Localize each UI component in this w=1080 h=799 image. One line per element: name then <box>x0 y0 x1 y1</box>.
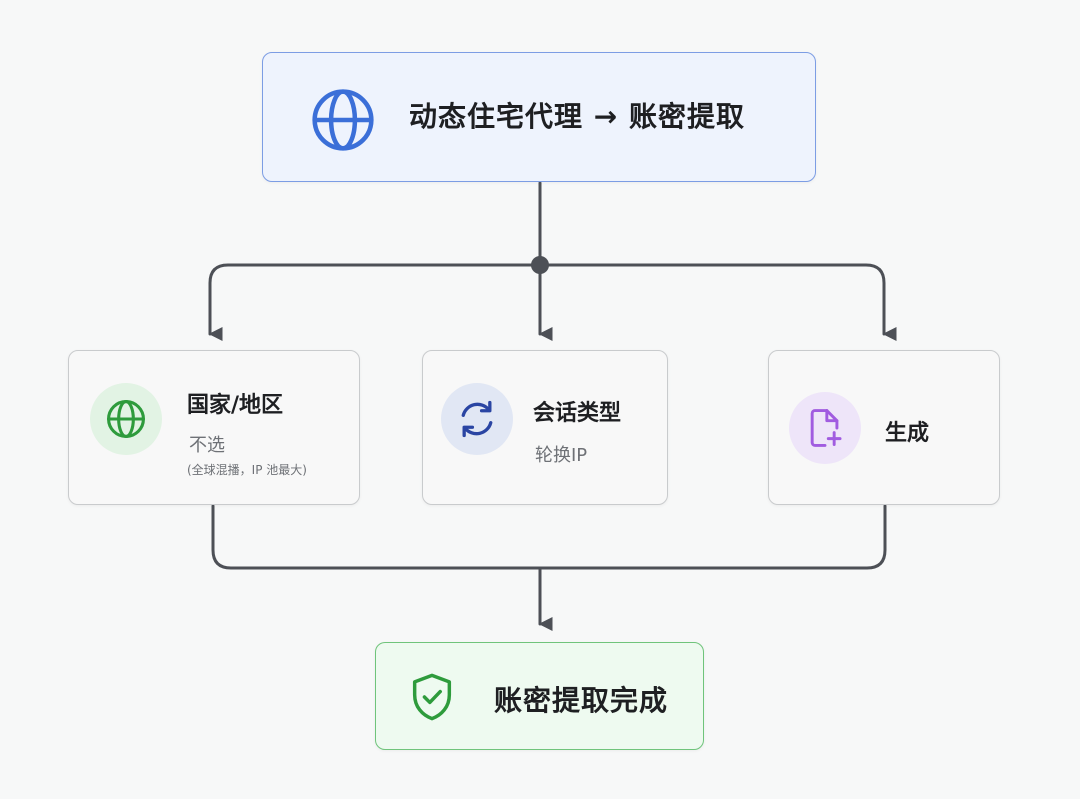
connector-junction-to-generate <box>538 263 897 341</box>
end-title: 账密提取完成 <box>494 684 669 717</box>
step-generate-title: 生成 <box>885 421 930 446</box>
junction-dot <box>531 256 549 274</box>
step-country-icon-badge <box>90 383 162 455</box>
step-session-icon-badge <box>441 383 513 455</box>
step-generate-icon-badge <box>789 392 861 464</box>
globe-icon <box>107 400 145 438</box>
start-node: 动态住宅代理 → 账密提取 <box>262 52 816 182</box>
step-country-node: 国家/地区 不选 (全球混播，IP 池最大) <box>68 350 360 505</box>
step-country-note: (全球混播，IP 池最大) <box>187 463 307 477</box>
step-session-value: 轮换IP <box>535 445 588 466</box>
connector-merge-line <box>211 504 887 570</box>
shield-check-icon <box>412 673 452 721</box>
start-title: 动态住宅代理 → 账密提取 <box>409 100 745 133</box>
connector-junction-to-country <box>208 263 542 341</box>
step-session-node: 会话类型 轮换IP <box>422 350 668 505</box>
step-session-title: 会话类型 <box>533 401 622 426</box>
globe-icon <box>312 89 374 151</box>
file-plus-icon <box>810 409 842 447</box>
refresh-icon <box>461 400 493 438</box>
end-node: 账密提取完成 <box>375 642 704 750</box>
step-country-title: 国家/地区 <box>187 393 284 418</box>
step-country-value: 不选 <box>189 435 225 456</box>
step-generate-node: 生成 <box>768 350 1000 505</box>
